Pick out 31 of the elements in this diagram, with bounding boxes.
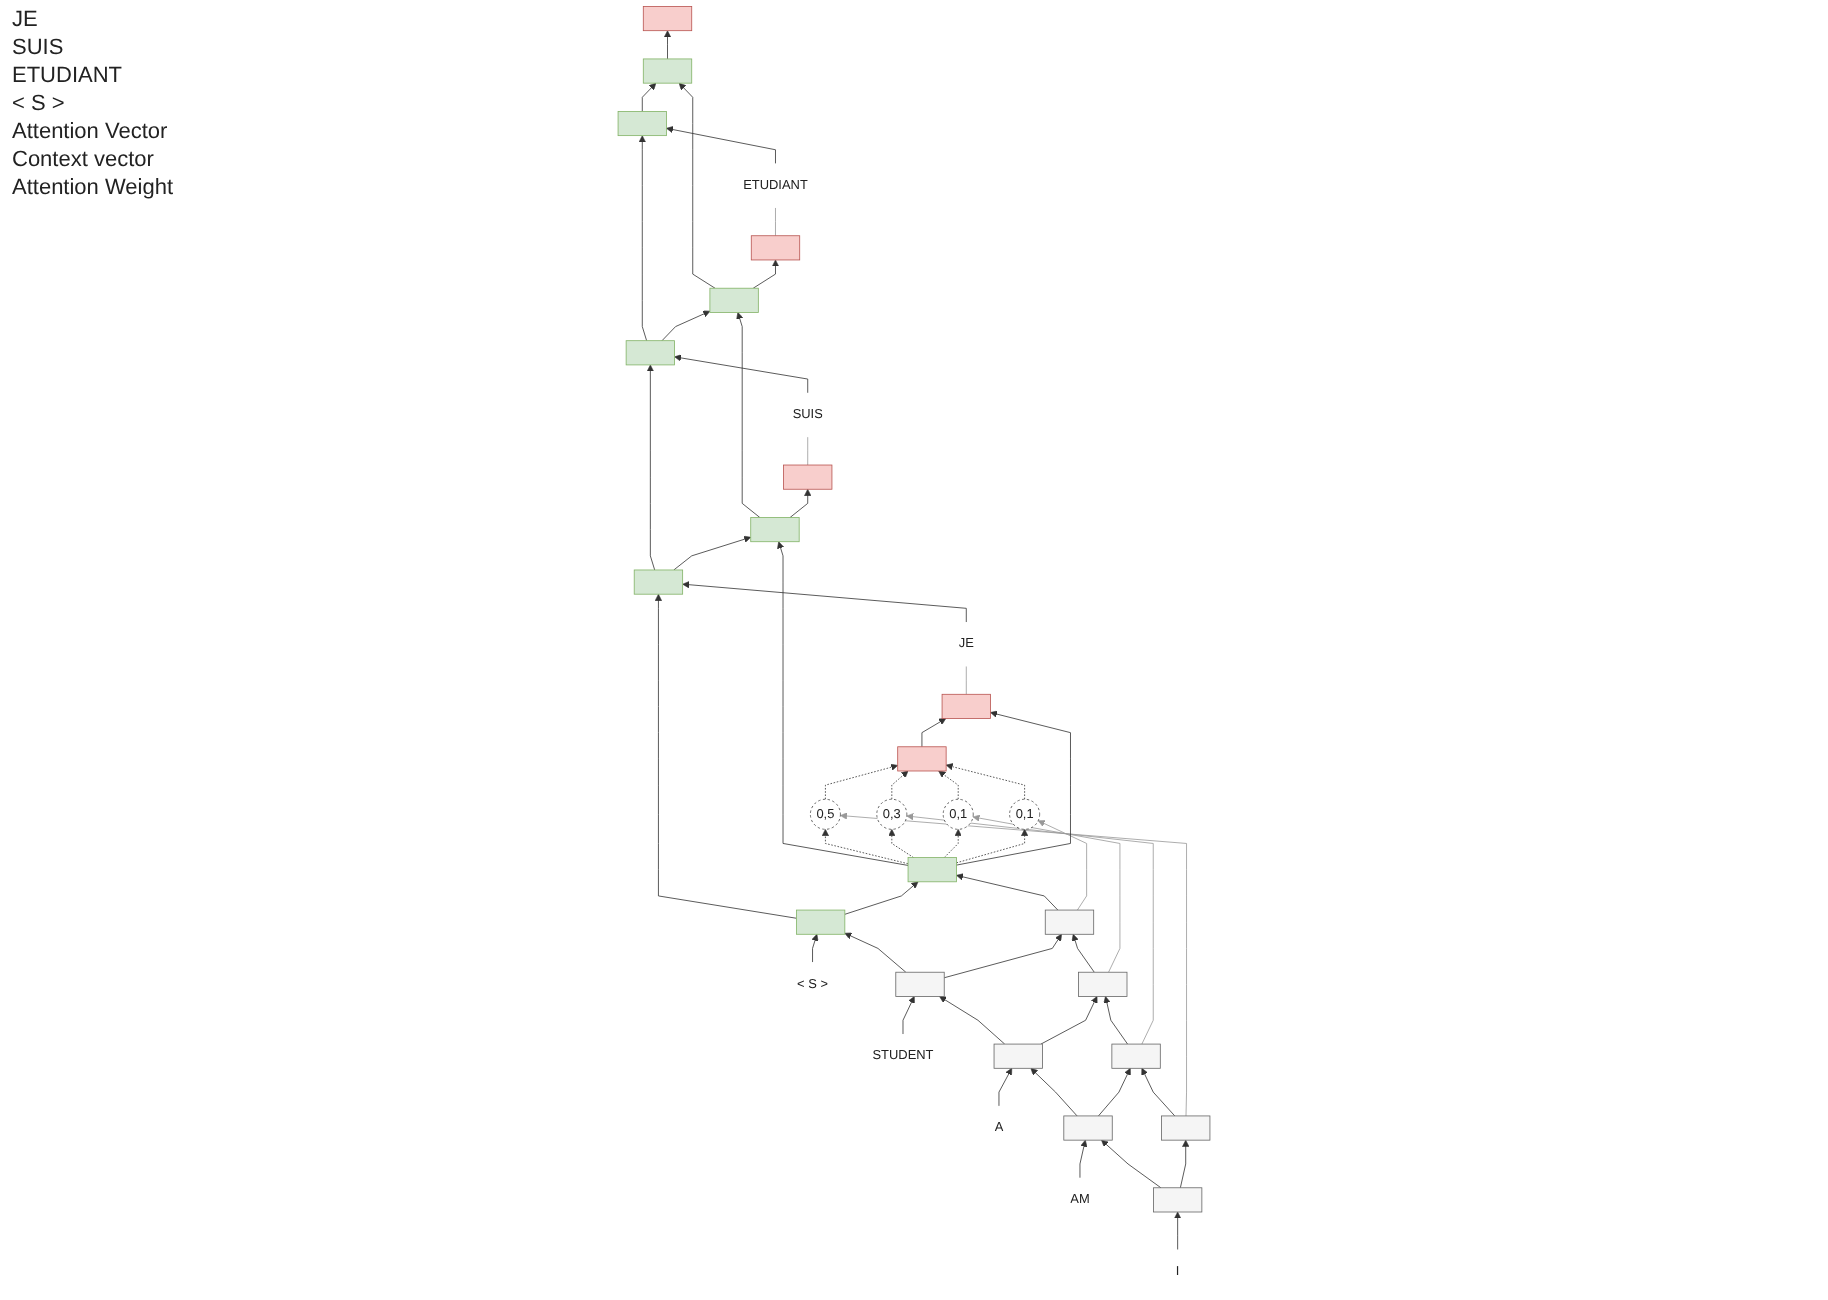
label-text: Attention Vector (12, 120, 170, 144)
connector (807, 436, 809, 466)
node-box (1153, 1187, 1203, 1213)
node-box (709, 287, 759, 313)
node-box (617, 111, 667, 137)
node-box (941, 693, 991, 719)
node-box (1078, 971, 1128, 997)
node-box (1063, 1115, 1113, 1141)
node-box (1161, 1115, 1211, 1141)
label-text: Context vector (12, 148, 156, 172)
node-box (895, 971, 945, 997)
node-box (642, 58, 693, 84)
node-box (750, 235, 801, 261)
label-text: < S > (12, 92, 67, 116)
connector (965, 665, 967, 695)
node-box (1044, 909, 1095, 935)
node-box (783, 464, 833, 490)
node-box (897, 746, 947, 772)
node-box (750, 517, 800, 543)
label-text: SUIS (12, 36, 66, 60)
node-box (625, 340, 675, 366)
node-box (796, 909, 846, 935)
label-text: Attention Weight (12, 176, 174, 200)
label-text: ETUDIANT (12, 64, 124, 88)
node-box (907, 857, 957, 883)
connector (775, 207, 776, 237)
node-box (993, 1043, 1043, 1069)
node-box (1111, 1043, 1161, 1069)
node-box (642, 6, 693, 32)
label-text: JE (12, 8, 40, 32)
node-box (633, 569, 684, 595)
